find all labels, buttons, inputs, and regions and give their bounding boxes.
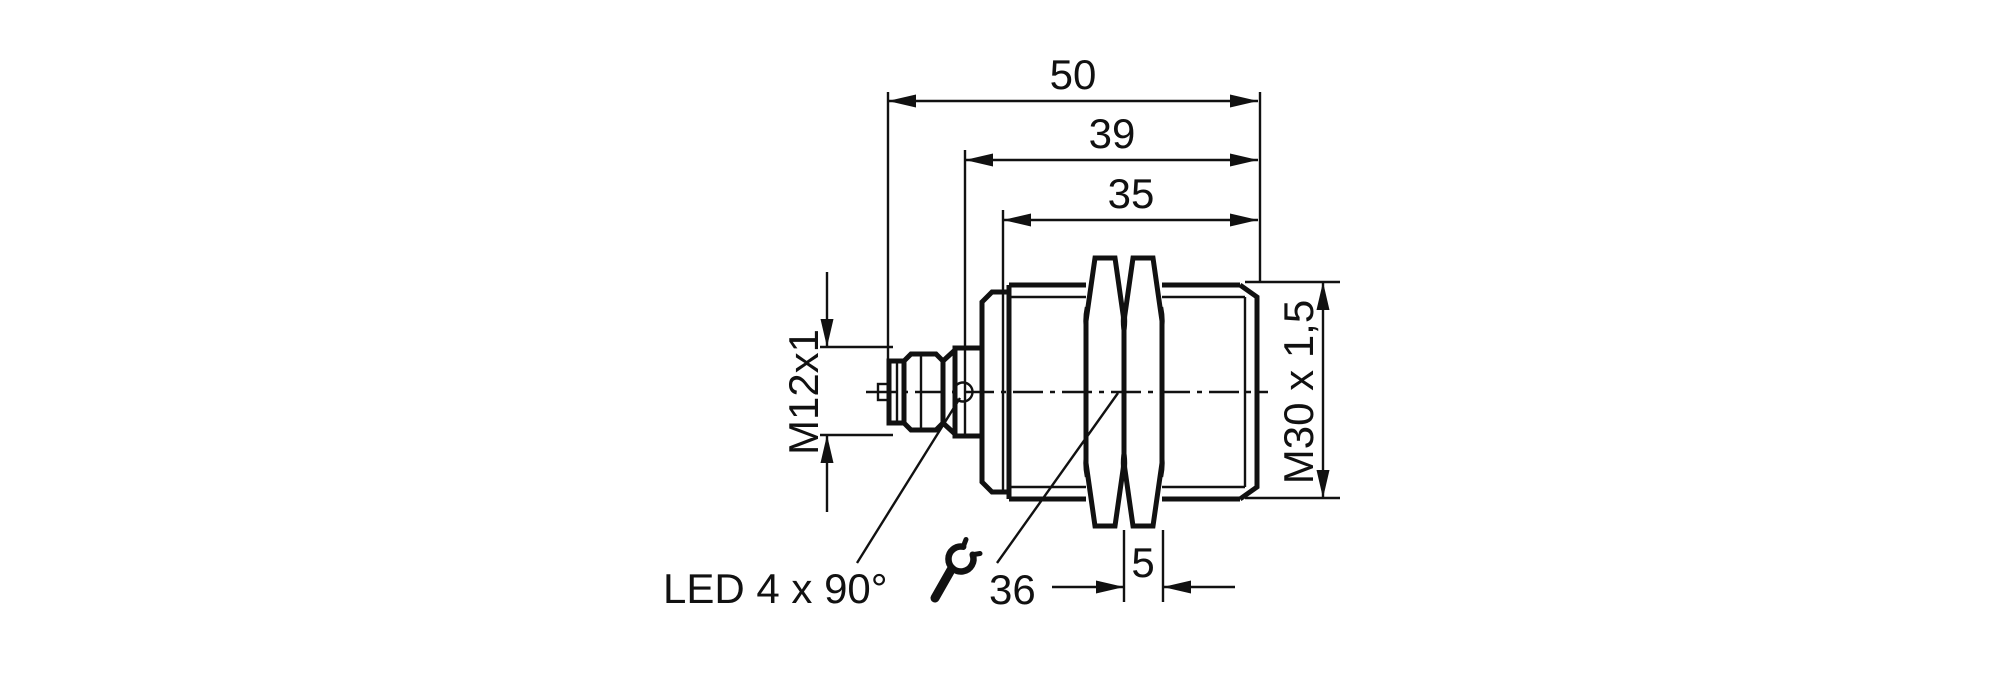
- arrowhead-up: [820, 435, 834, 463]
- arrowhead-right: [1230, 213, 1258, 227]
- wrench-icon: [930, 537, 983, 603]
- nut-chamfer-arcs-outer: [1083, 306, 1165, 478]
- wrench-leader-line: [996, 392, 1119, 564]
- dim-overall-length: 50: [886, 51, 1262, 361]
- led-callout: LED 4 x 90°: [663, 397, 962, 612]
- hex-nuts: [1083, 255, 1165, 529]
- dim-50-label: 50: [1050, 51, 1097, 98]
- arrowhead-right: [1230, 153, 1258, 167]
- arrowhead-left: [1163, 580, 1191, 594]
- dim-nut-width: 5: [1052, 530, 1235, 602]
- m30-thread-label: M30 x 1,5: [1275, 300, 1322, 484]
- m12-thread-label: M12x1: [780, 329, 827, 455]
- dim-housing-thread: M30 x 1,5: [1245, 280, 1340, 500]
- hex-nut-1: [1083, 255, 1127, 529]
- wrench-callout: 36: [930, 392, 1119, 613]
- wrench-size-label: 36: [989, 566, 1036, 613]
- dim-39-label: 39: [1089, 110, 1136, 157]
- front-face-chamfer: [1238, 282, 1260, 502]
- arrowhead-down: [1316, 470, 1330, 498]
- dim-thread-length: 35: [1001, 170, 1258, 292]
- led-label: LED 4 x 90°: [663, 565, 888, 612]
- arrowhead-left: [888, 94, 916, 108]
- arrowhead-right: [1096, 580, 1124, 594]
- dim-connector-thread: M12x1: [780, 272, 893, 512]
- arrowhead-right: [1230, 94, 1258, 108]
- dim-body-length: 39: [963, 110, 1258, 436]
- hex-nut-2: [1121, 255, 1165, 529]
- nut-chamfer-arcs-center: [1120, 304, 1128, 480]
- arrowhead-left: [965, 153, 993, 167]
- wrench-jaw: [960, 537, 983, 558]
- dim-5-label: 5: [1131, 539, 1154, 586]
- arrowhead-down: [820, 319, 834, 347]
- sensor-body: [979, 282, 1260, 502]
- dim-35-label: 35: [1108, 170, 1155, 217]
- wrench-handle: [930, 564, 956, 603]
- arrowhead-up: [1316, 282, 1330, 310]
- arrowhead-left: [1003, 213, 1031, 227]
- led-leader-line: [855, 397, 962, 564]
